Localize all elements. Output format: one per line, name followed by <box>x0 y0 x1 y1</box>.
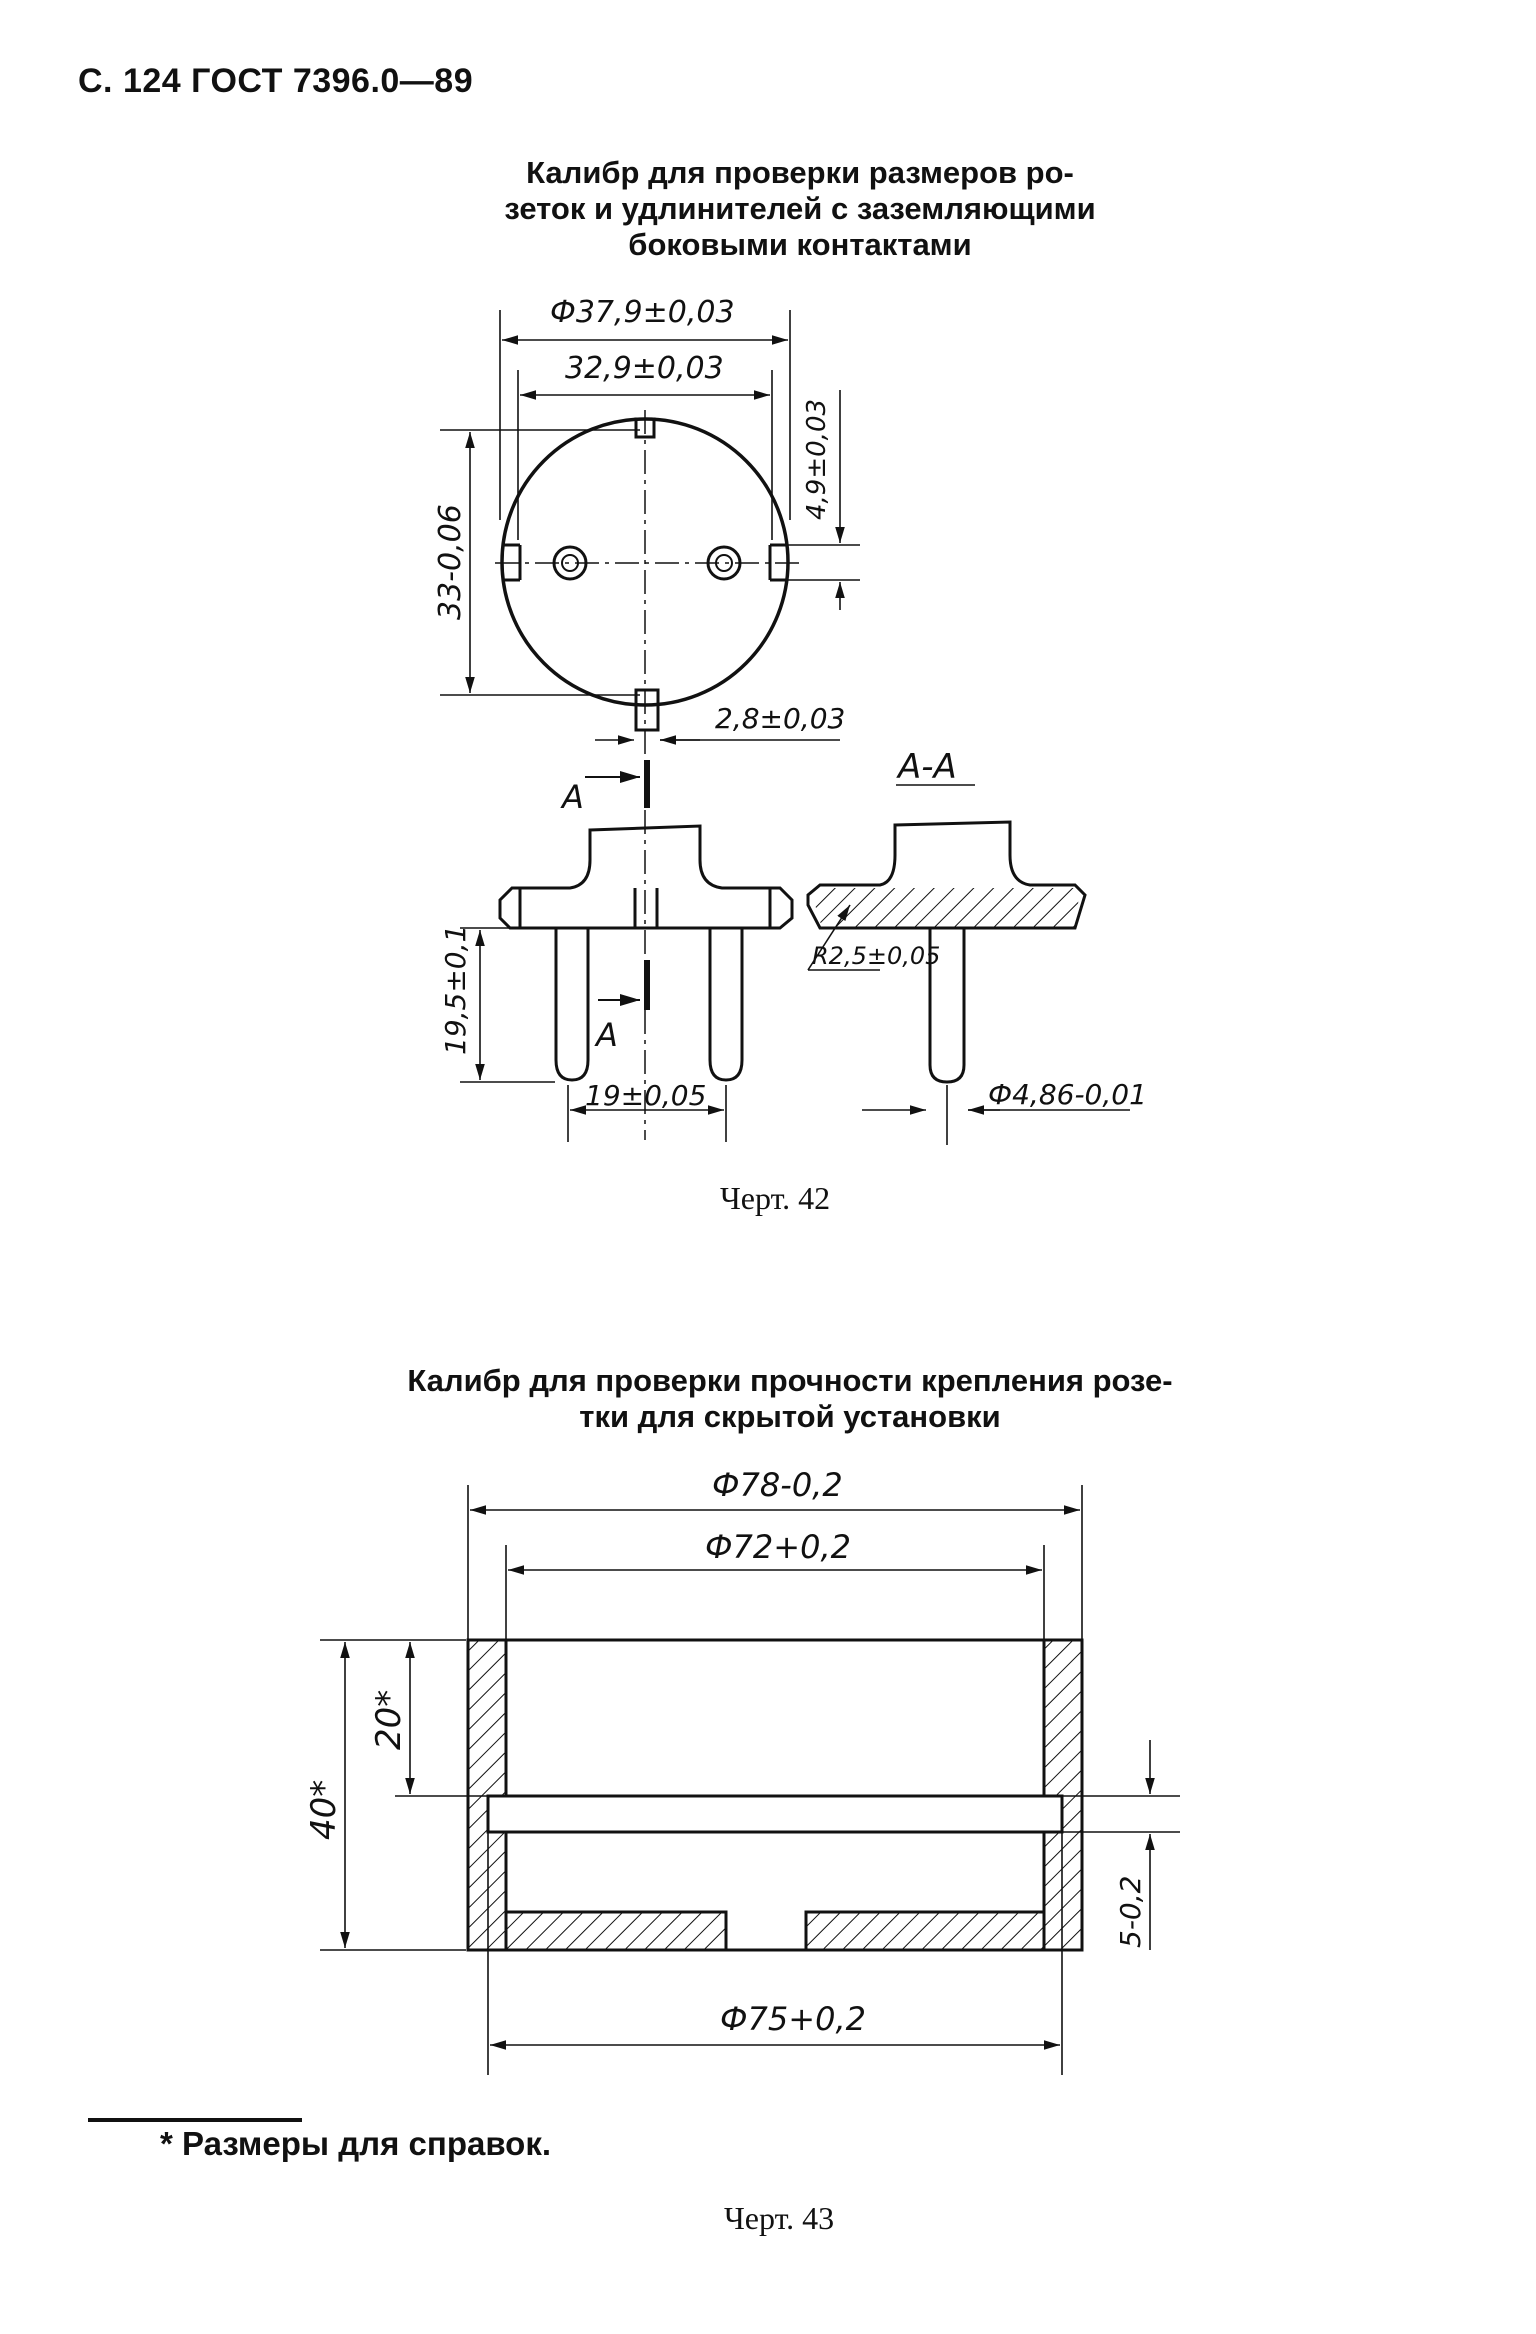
footnote-text: Размеры для справок. <box>182 2125 552 2162</box>
dim-d75: Ф75+0,2 <box>720 2000 866 2038</box>
footnote-mark: * <box>160 2125 173 2162</box>
section-label: А-А <box>896 747 957 787</box>
figure-42-caption: Черт. 42 <box>720 1180 831 1216</box>
dim-pin-diameter: Ф4,86-0,01 <box>988 1078 1147 1111</box>
dim-h40: 40* <box>304 1780 344 1840</box>
dimension-lines <box>440 310 860 745</box>
dim-slot: 2,8±0,03 <box>715 702 845 735</box>
dim-pin-length: 19,5±0,1 <box>439 925 472 1055</box>
title-line: тки для скрытой установки <box>579 1399 1001 1434</box>
section-mark-a-top: А <box>560 778 584 816</box>
dim-pin-spacing: 19±0,05 <box>585 1079 706 1112</box>
title-line: зеток и удлинителей с заземляющими <box>504 191 1096 226</box>
section-mark-a-bottom: А <box>594 1016 618 1054</box>
figure-42-title: Калибр для проверки размеров ро- зеток и… <box>440 155 1160 263</box>
title-line: Калибр для проверки размеров ро- <box>526 155 1074 190</box>
title-line: Калибр для проверки прочности крепления … <box>407 1363 1173 1398</box>
page-header: С. 124 ГОСТ 7396.0—89 <box>78 62 474 100</box>
dim-inner-width: 32,9±0,03 <box>565 351 724 386</box>
dim-offset: 4,9±0,03 <box>802 399 832 520</box>
retention-gauge-section <box>466 1638 1084 1952</box>
dim-h20: 20* <box>369 1690 409 1750</box>
gauge-side-view <box>498 824 794 1082</box>
figure-43-caption: Черт. 43 <box>724 2200 835 2236</box>
dim-d78: Ф78-0,2 <box>712 1466 843 1504</box>
figure-43-title: Калибр для проверки прочности крепления … <box>330 1363 1250 1435</box>
dim-outer-diameter: Ф37,9±0,03 <box>550 295 735 330</box>
dim-d72: Ф72+0,2 <box>705 1528 851 1566</box>
dim-height: 33-0,06 <box>433 504 468 620</box>
footnote: * Размеры для справок. <box>160 2125 551 2163</box>
dim-h5: 5-0,2 <box>1114 1876 1147 1948</box>
dim-radius: R2,5±0,05 <box>812 942 940 970</box>
gauge-section-view <box>806 820 1087 1084</box>
title-line: боковыми контактами <box>628 227 972 262</box>
footnote-rule <box>88 2118 302 2122</box>
